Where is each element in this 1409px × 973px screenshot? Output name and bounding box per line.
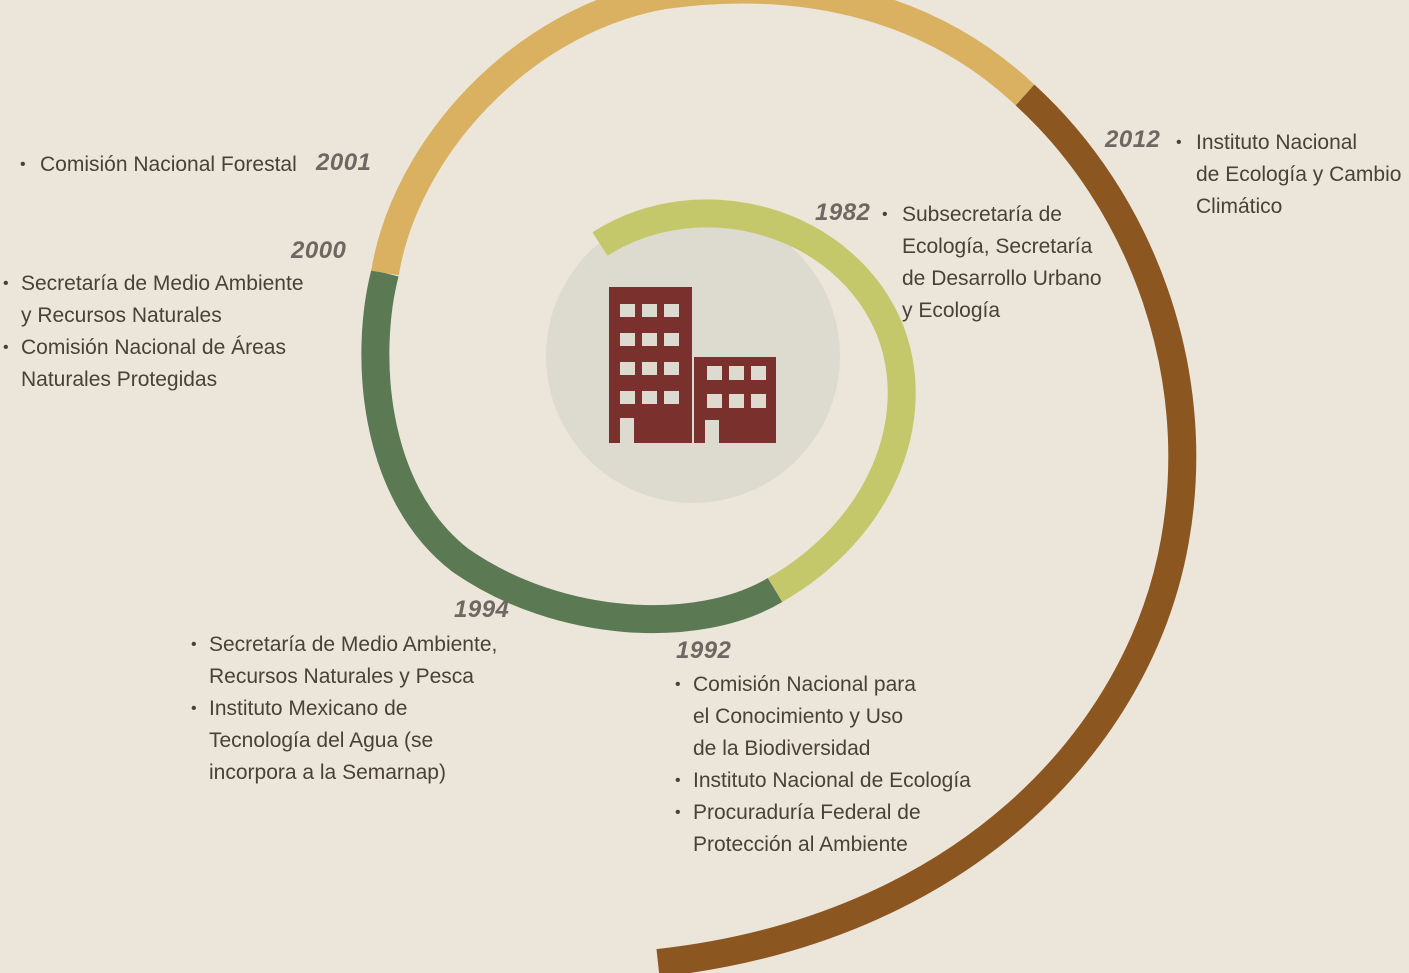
building-icon	[609, 287, 776, 443]
year-2012: 2012	[1105, 126, 1161, 153]
arc-1992-1994	[361, 269, 783, 634]
entry-1992-1: Comisión Nacional para el Conocimiento y…	[675, 669, 971, 765]
year-2000: 2000	[291, 237, 347, 264]
year-1992: 1992	[676, 637, 732, 664]
list-1992: Comisión Nacional para el Conocimiento y…	[675, 669, 971, 861]
year-2001: 2001	[316, 149, 372, 176]
entry-2012-1: Instituto Nacional de Ecología y Cambio …	[1176, 127, 1401, 223]
arc-2012	[656, 84, 1197, 973]
entry-2000-2: Comisión Nacional de Áreas Naturales Pro…	[3, 332, 304, 396]
arc-2000-2001	[371, 0, 1035, 276]
entry-2001-1: Comisión Nacional Forestal	[20, 149, 297, 181]
entry-1982-1: Subsecretaría de Ecología, Secretaría de…	[882, 199, 1102, 327]
entry-1994-2: Instituto Mexicano de Tecnología del Agu…	[191, 693, 497, 789]
center-circle	[546, 209, 840, 503]
entry-1992-2: Instituto Nacional de Ecología	[675, 765, 971, 797]
entry-1994-1: Secretaría de Medio Ambiente, Recursos N…	[191, 629, 497, 693]
list-1994: Secretaría de Medio Ambiente, Recursos N…	[191, 629, 497, 789]
entry-1992-3: Procuraduría Federal de Protección al Am…	[675, 797, 971, 861]
year-1994: 1994	[454, 596, 510, 623]
year-1982: 1982	[815, 199, 871, 226]
list-2000: Secretaría de Medio Ambiente y Recursos …	[3, 268, 304, 396]
arc-1982	[592, 199, 916, 603]
entry-2000-1: Secretaría de Medio Ambiente y Recursos …	[3, 268, 304, 332]
